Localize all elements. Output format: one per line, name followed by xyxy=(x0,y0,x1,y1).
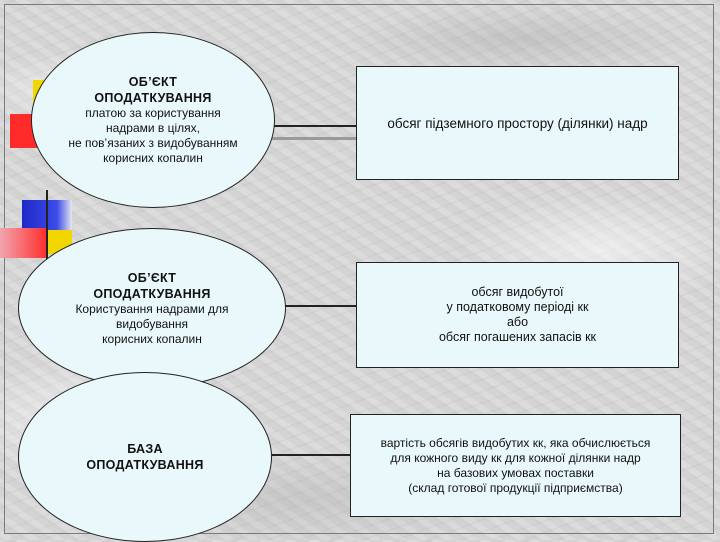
connector-line-2 xyxy=(282,305,356,307)
box-text: на базових умовах поставки xyxy=(437,465,594,480)
ellipse-text: видобування xyxy=(115,316,189,331)
connector-line-3 xyxy=(272,454,356,456)
box-text: (склад готової продукції підприємства) xyxy=(408,480,623,495)
box-text: для кожного виду кк для кожної ділянки н… xyxy=(390,450,641,465)
box-text: обсяг видобутої xyxy=(471,285,564,299)
result-box-1: обсяг підземного простору (ділянки) надр xyxy=(356,66,679,180)
ellipse-text: корисних копалин xyxy=(102,331,202,346)
object-ellipse-1: ОБ’ЄКТ ОПОДАТКУВАННЯ платою за користува… xyxy=(31,32,275,208)
slide-frame xyxy=(4,4,714,534)
ellipse-text: не пов’язаних з видобуванням xyxy=(68,136,238,150)
box-text: обсяг підземного простору (ділянки) надр xyxy=(387,115,648,131)
base-ellipse: БАЗА ОПОДАТКУВАННЯ xyxy=(18,372,272,542)
connector-line-1-shadow xyxy=(272,137,356,140)
result-box-3: вартість обсягів видобутих кк, яка обчис… xyxy=(350,414,681,517)
box-text: вартість обсягів видобутих кк, яка обчис… xyxy=(380,435,651,450)
ellipse-title: ОПОДАТКУВАННЯ xyxy=(94,91,212,105)
ellipse-text: надрами в цілях, xyxy=(105,121,201,135)
ellipse-title: ОБ’ЄКТ xyxy=(127,270,177,285)
result-box-2: обсяг видобутої у податковому періоді кк… xyxy=(356,262,679,368)
ellipse-title: ОПОДАТКУВАННЯ xyxy=(86,458,204,472)
connector-line-1 xyxy=(272,125,356,127)
deco-red-square-2 xyxy=(0,228,46,258)
box-text: у податковому періоді кк xyxy=(446,300,589,314)
ellipse-title: ОПОДАТКУВАННЯ xyxy=(93,286,211,301)
box-text: обсяг погашених запасів кк xyxy=(438,330,597,344)
ellipse-title: БАЗА xyxy=(127,442,163,456)
deco-vertical-line xyxy=(46,190,48,262)
ellipse-text: Користування надрами для xyxy=(75,301,229,316)
ellipse-text: корисних копалин xyxy=(103,151,203,165)
ellipse-text: платою за користування xyxy=(85,106,221,120)
object-ellipse-2: ОБ’ЄКТ ОПОДАТКУВАННЯ Користування надрам… xyxy=(18,228,286,388)
box-text: або xyxy=(506,315,529,329)
ellipse-title: ОБ’ЄКТ xyxy=(128,75,178,89)
